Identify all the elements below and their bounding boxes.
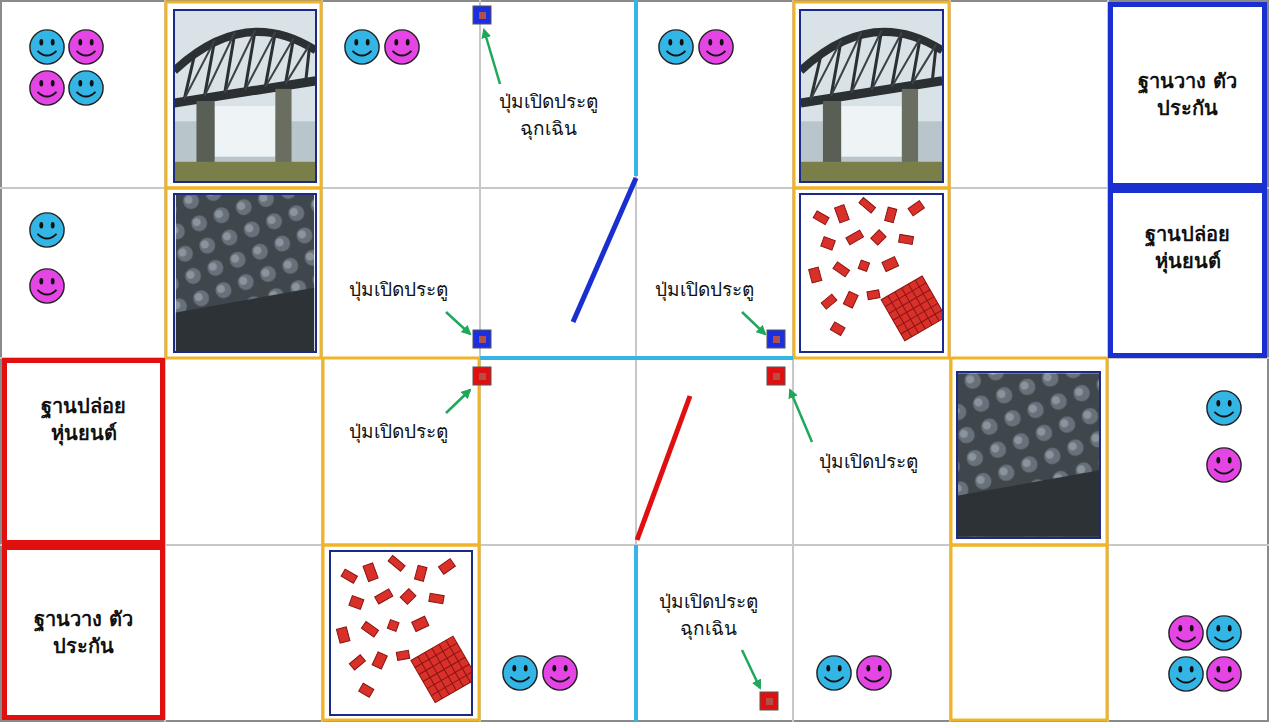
red-button	[760, 692, 778, 710]
blue-button	[473, 6, 491, 24]
pink-token	[1169, 616, 1203, 650]
blue-token	[1207, 616, 1241, 650]
blue-token	[30, 30, 64, 64]
zone-name: ฐานปล่อย หุ่นยนต์	[25, 393, 143, 447]
pink-token	[30, 269, 64, 303]
blue-button	[767, 330, 785, 348]
pink-token	[857, 656, 891, 690]
leader-arrow	[742, 312, 765, 334]
button-core	[479, 373, 486, 380]
blue-token	[817, 656, 851, 690]
leader-arrow	[484, 30, 500, 84]
pink-token	[543, 656, 577, 690]
button-label: ปุ่มเปิดประตู	[796, 448, 941, 475]
red-door	[637, 396, 690, 540]
button-core	[773, 373, 780, 380]
button-core	[479, 12, 486, 19]
button-core	[766, 698, 773, 705]
base-zone: ฐานวาง ตัวประกัน	[1108, 2, 1267, 188]
blue-button	[473, 330, 491, 348]
button-label: ปุ่มเปิดประตู	[328, 418, 468, 445]
foam-photo	[957, 373, 1100, 536]
pink-token	[699, 30, 733, 64]
pink-token	[69, 30, 103, 64]
blue-token	[1169, 657, 1203, 691]
blue-token	[659, 30, 693, 64]
tokens	[30, 30, 1241, 691]
base-zone: ฐานปล่อย หุ่นยนต์	[2, 358, 165, 545]
foam-photo	[176, 194, 314, 352]
red-button	[473, 367, 491, 385]
base-zone: ฐานปล่อย หุ่นยนต์	[1108, 188, 1267, 358]
leader-arrow	[446, 312, 470, 334]
bridge-photo	[174, 10, 316, 182]
zone-name: ฐานปล่อย หุ่นยนต์	[1129, 221, 1247, 275]
blocks-photo	[330, 552, 477, 714]
button-label: ปุ่มเปิดประตู ฉุกเฉิน	[634, 588, 782, 641]
button-label: ปุ่มเปิดประตู ฉุกเฉิน	[478, 88, 618, 141]
leader-arrow	[742, 650, 760, 688]
button-label: ปุ่มเปิดประตู	[328, 276, 468, 303]
blue-token	[69, 71, 103, 105]
door-buttons	[473, 6, 785, 710]
button-core	[773, 336, 780, 343]
pink-token	[1207, 448, 1241, 482]
blue-token	[30, 213, 64, 247]
blocks-photo	[802, 194, 945, 352]
base-zone: ฐานวาง ตัวประกัน	[2, 545, 165, 720]
pink-token	[1207, 657, 1241, 691]
blue-token	[1207, 391, 1241, 425]
blue-token	[345, 30, 379, 64]
red-button	[767, 367, 785, 385]
pink-token	[385, 30, 419, 64]
bridge-photo	[801, 10, 943, 182]
zone-name: ฐานวาง ตัวประกัน	[1129, 68, 1247, 122]
zone-name: ฐานวาง ตัวประกัน	[25, 606, 143, 660]
button-label: ปุ่มเปิดประตู	[634, 276, 774, 303]
button-core	[479, 336, 486, 343]
leader-arrows	[446, 30, 812, 688]
pink-token	[30, 71, 64, 105]
leader-arrow	[446, 390, 470, 413]
blue-token	[503, 656, 537, 690]
blue-door	[573, 178, 636, 322]
leader-arrow	[790, 390, 812, 442]
